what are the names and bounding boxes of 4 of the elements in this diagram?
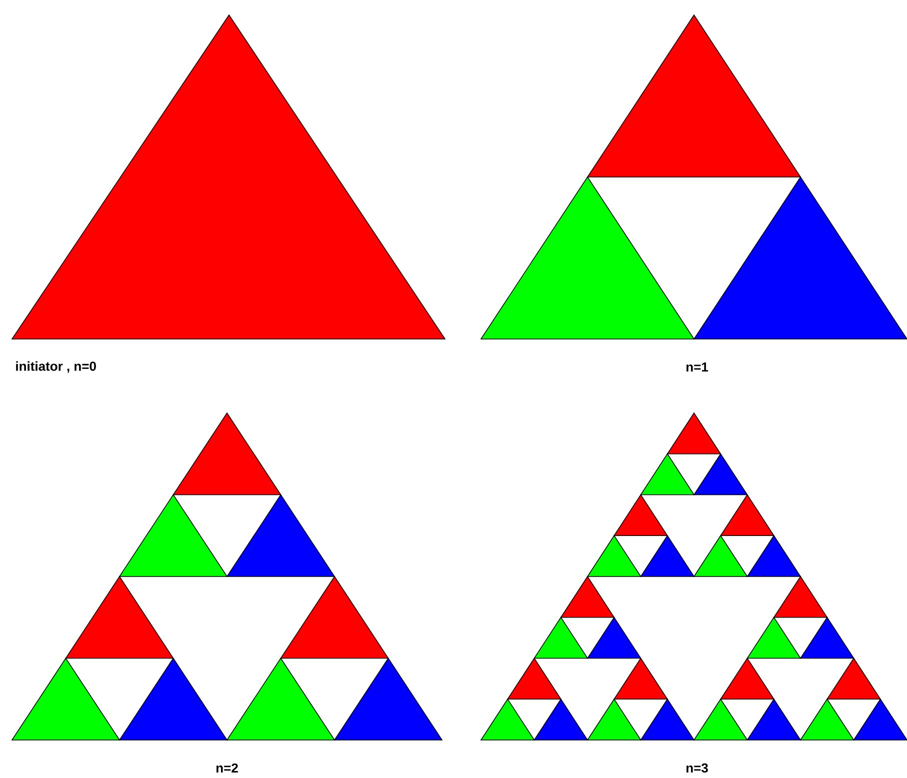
caption: initiator , n=0 — [16, 361, 96, 373]
caption: n=2 — [216, 763, 238, 773]
caption: n=1 — [686, 362, 708, 372]
caption: n=3 — [686, 763, 708, 773]
